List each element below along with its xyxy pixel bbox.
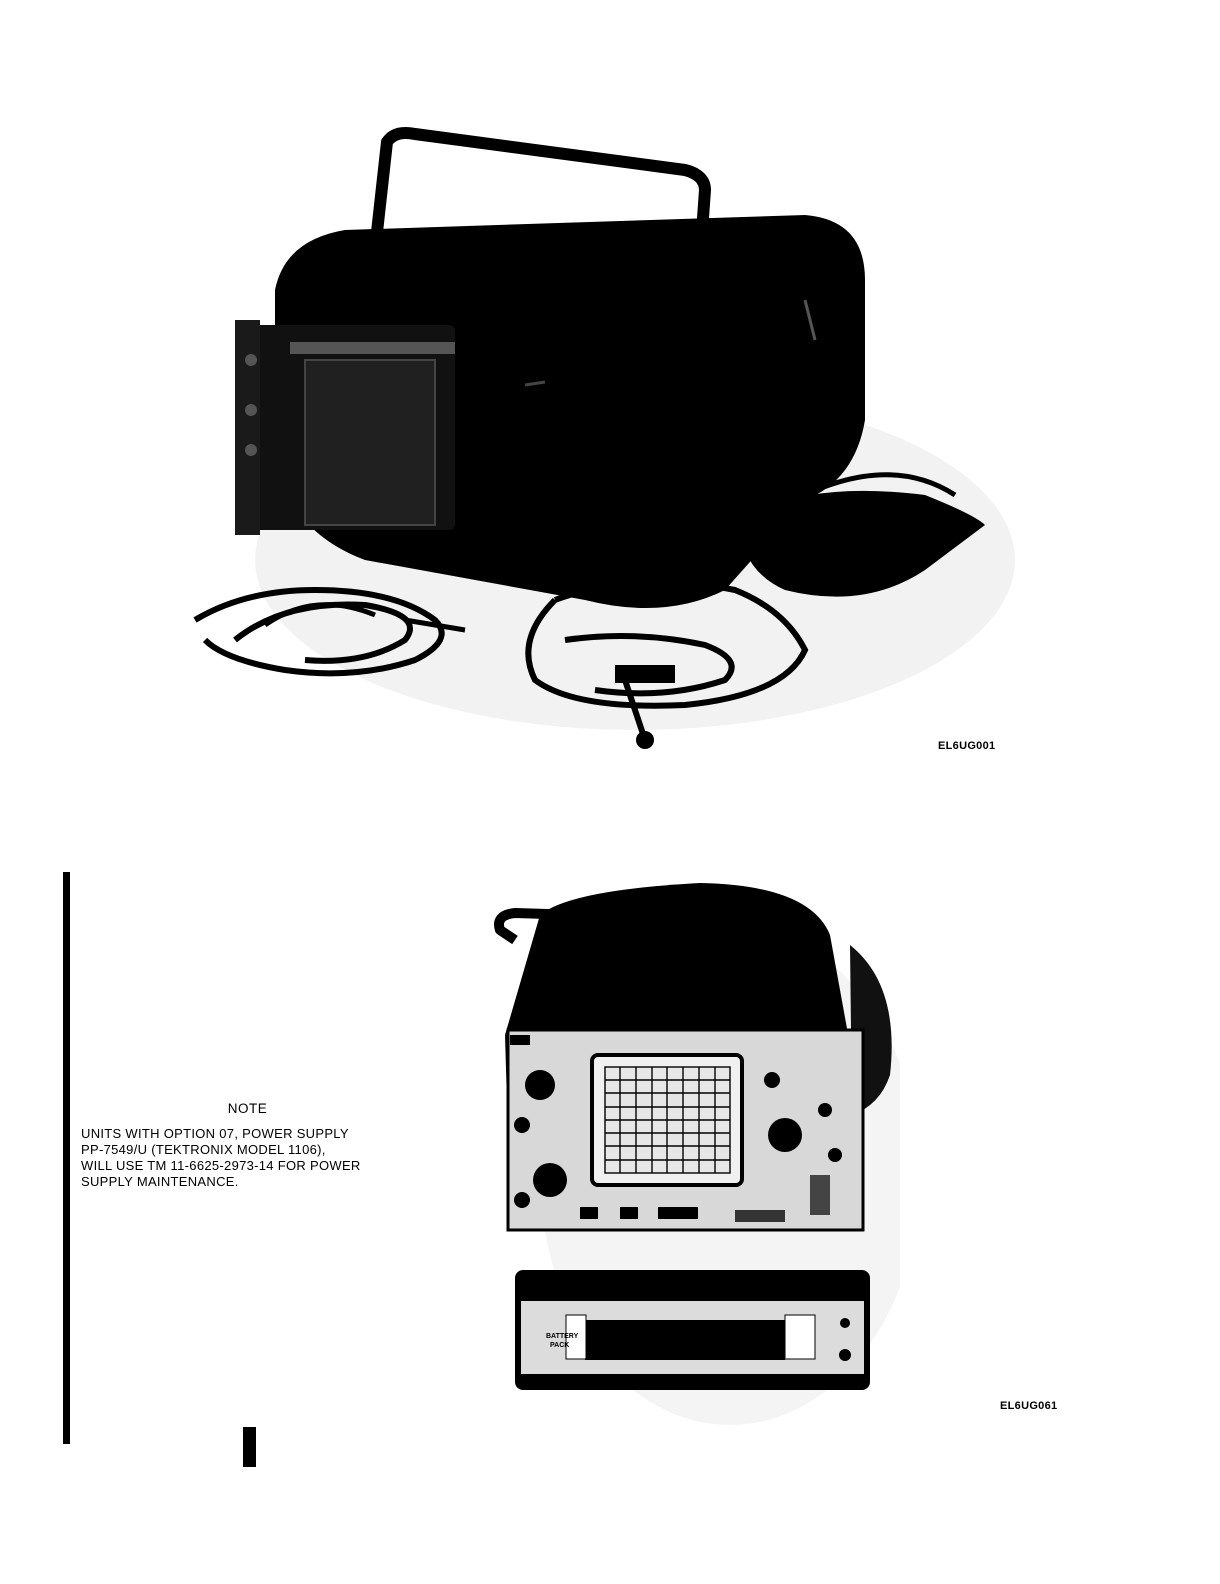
note-line: PP-7549/U (TEKTRONIX MODEL 1106), — [81, 1142, 421, 1158]
note-line: WILL USE TM 11-6625-2973-14 FOR POWER — [81, 1158, 421, 1174]
note-body: UNITS WITH OPTION 07, POWER SUPPLY PP-75… — [81, 1126, 421, 1190]
battery-pack-label: BATTERY — [546, 1333, 579, 1340]
note-line: SUPPLY MAINTENANCE. — [81, 1174, 421, 1190]
oscilloscope-photo-bottom: BATTERY PACK — [480, 875, 900, 1430]
note-heading: NOTE — [80, 1101, 415, 1116]
change-bar — [63, 872, 70, 1444]
figure-code: EL6UG061 — [1000, 1400, 1057, 1412]
battery-pack-label-line2: PACK — [550, 1342, 569, 1349]
change-bar-marker — [243, 1427, 256, 1467]
note-line: UNITS WITH OPTION 07, POWER SUPPLY — [81, 1126, 421, 1142]
oscilloscope-photo-top: EL6UG001 — [165, 120, 1025, 770]
figure-code: EL6UG001 — [938, 740, 995, 752]
